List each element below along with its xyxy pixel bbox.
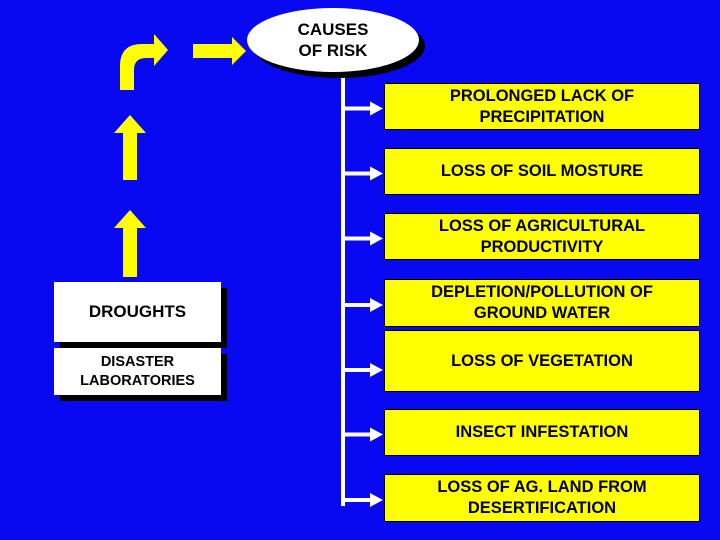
arrowhead-icon [370, 101, 383, 116]
disaster-laboratories-box: DISASTER LABORATORIES [54, 348, 221, 395]
arrowhead-icon [370, 166, 383, 181]
cause-text: PRECIPITATION [479, 107, 605, 126]
causes-of-risk-ellipse: CAUSES OF RISK [247, 8, 419, 72]
up-arrow-lower [114, 210, 146, 277]
cause-box: LOSS OF AG. LAND FROM DESERTIFICATION [384, 474, 700, 522]
arrowhead-icon [370, 493, 383, 507]
cause-box: LOSS OF AGRICULTURAL PRODUCTIVITY [384, 213, 700, 260]
cause-text: INSECT INFESTATION [455, 423, 629, 441]
title-line: OF RISK [298, 41, 368, 60]
disaster-line: DISASTER [100, 353, 175, 370]
cause-text: LOSS OF SOIL MOSTURE [440, 162, 644, 180]
arrowhead-icon [370, 231, 383, 246]
arrowhead-icon [370, 427, 383, 442]
branch-line [343, 236, 373, 241]
branch-line [343, 171, 373, 176]
cause-text: GROUND WATER [473, 304, 611, 322]
right-arrow [193, 37, 246, 65]
cause-text: PRODUCTIVITY [480, 237, 604, 256]
branch-line [343, 106, 373, 111]
cause-text: PROLONGED LACK OF [449, 86, 635, 105]
cause-box: LOSS OF SOIL MOSTURE [384, 148, 700, 195]
cause-text: LOSS OF AG. LAND FROM [437, 478, 647, 496]
curved-arrow [120, 34, 168, 90]
branch-line [343, 432, 373, 437]
droughts-label: DROUGHTS [88, 302, 187, 321]
title-line: CAUSES [297, 20, 369, 39]
branch-line [343, 498, 373, 502]
cause-box: DEPLETION/POLLUTION OF GROUND WATER [384, 279, 700, 327]
arrowhead-icon [370, 298, 383, 312]
cause-box: INSECT INFESTATION [384, 409, 700, 456]
branch-line [343, 368, 373, 372]
cause-text: DESERTIFICATION [467, 499, 617, 517]
disaster-line: LABORATORIES [80, 372, 195, 389]
up-arrow-upper [114, 115, 146, 180]
branch-line [343, 303, 373, 307]
cause-text: LOSS OF AGRICULTURAL [438, 216, 646, 235]
cause-box: PROLONGED LACK OF PRECIPITATION [384, 83, 700, 130]
cause-text: LOSS OF VEGETATION [451, 351, 633, 370]
cause-text: DEPLETION/POLLUTION OF [431, 283, 653, 301]
arrowhead-icon [370, 363, 383, 377]
droughts-box: DROUGHTS [54, 282, 221, 342]
cause-box: LOSS OF VEGETATION [384, 330, 700, 392]
trunk-line [341, 74, 345, 506]
